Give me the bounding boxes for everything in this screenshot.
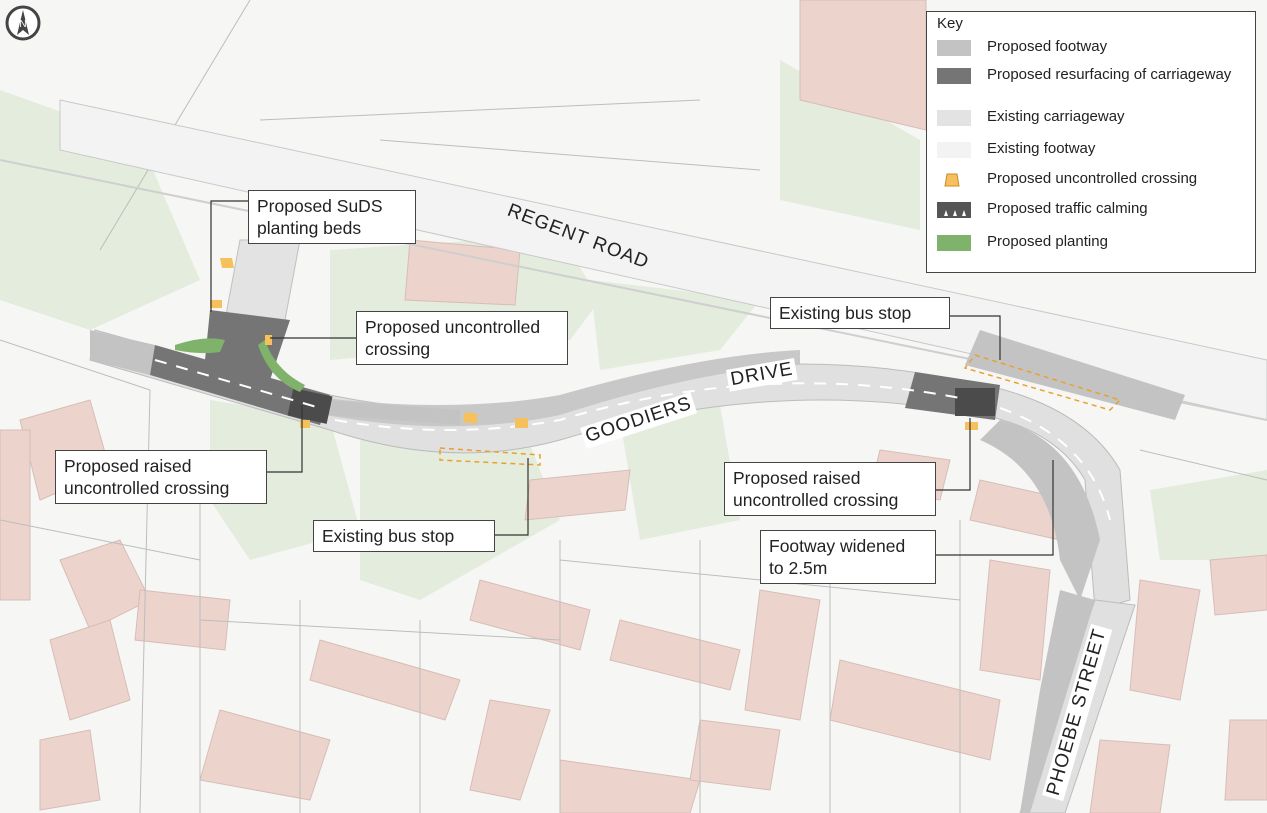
key-row: Proposed footway xyxy=(937,38,1253,58)
key-row: Proposed resurfacing of carriageway xyxy=(937,66,1253,86)
callout-text: planting beds xyxy=(257,218,362,238)
traffic-calming-icon xyxy=(937,202,971,218)
goodiers-drive-footway xyxy=(300,350,800,427)
callout-text: crossing xyxy=(365,339,431,359)
key-label: Existing carriageway xyxy=(987,108,1125,125)
callout-bus-stop-top: Existing bus stop xyxy=(770,297,950,329)
proposed-footways xyxy=(90,330,1185,600)
callout-text: Proposed SuDS xyxy=(257,196,383,216)
callout-raised-crossing-left: Proposed raised uncontrolled crossing xyxy=(55,450,267,504)
callout-text: Proposed uncontrolled xyxy=(365,317,541,337)
swatch-existing-footway xyxy=(937,142,971,158)
key-row: Proposed uncontrolled crossing xyxy=(937,170,1253,190)
key-label: Proposed traffic calming xyxy=(987,200,1148,217)
key-label: Existing footway xyxy=(987,140,1096,157)
callout-text: Existing bus stop xyxy=(779,303,912,323)
swatch-proposed-footway xyxy=(937,40,971,56)
key-label: Proposed footway xyxy=(987,38,1108,55)
callout-bus-stop-bottom: Existing bus stop xyxy=(313,520,495,552)
swatch-proposed-planting xyxy=(937,235,971,251)
lane-markings xyxy=(154,359,1111,521)
key-label: Proposed planting xyxy=(987,233,1108,250)
key-row: Existing carriageway xyxy=(937,108,1253,128)
bus-stop-outlines xyxy=(439,354,1122,466)
callout-raised-crossing-right: Proposed raised uncontrolled crossing xyxy=(724,462,936,516)
callout-text: uncontrolled crossing xyxy=(733,490,899,510)
side-road xyxy=(224,239,301,321)
swatch-existing-carriageway xyxy=(937,110,971,126)
swatch-proposed-resurfacing xyxy=(937,68,971,84)
callout-text: Proposed raised xyxy=(733,468,861,488)
map-key: Key Proposed footway Proposed resurfacin… xyxy=(926,11,1256,273)
crossing-icon xyxy=(944,173,960,187)
key-row: Proposed traffic calming xyxy=(937,200,1253,220)
key-title: Key xyxy=(937,15,963,32)
callout-text: Footway widened xyxy=(769,536,906,556)
key-label: Proposed uncontrolled crossing xyxy=(987,170,1198,187)
callout-text: Existing bus stop xyxy=(322,526,455,546)
callout-leaders xyxy=(210,200,1054,556)
key-label: Proposed resurfacing of carriageway xyxy=(987,66,1232,83)
callout-suds-planting-beds: Proposed SuDS planting beds xyxy=(248,190,416,244)
callout-text: uncontrolled crossing xyxy=(64,478,230,498)
callout-footway-widened: Footway widened to 2.5m xyxy=(760,530,936,584)
key-row: Existing footway xyxy=(937,140,1253,160)
phoebe-footway xyxy=(1020,590,1095,813)
proposed-planting xyxy=(175,338,305,392)
green-spaces xyxy=(0,60,1267,600)
callout-text: to 2.5m xyxy=(769,558,828,578)
key-row: Proposed planting xyxy=(937,233,1253,253)
callout-uncontrolled-crossing: Proposed uncontrolled crossing xyxy=(356,311,568,365)
north-arrow-icon: N xyxy=(5,5,41,41)
callout-text: Proposed raised xyxy=(64,456,192,476)
north-letter: N xyxy=(19,19,26,30)
